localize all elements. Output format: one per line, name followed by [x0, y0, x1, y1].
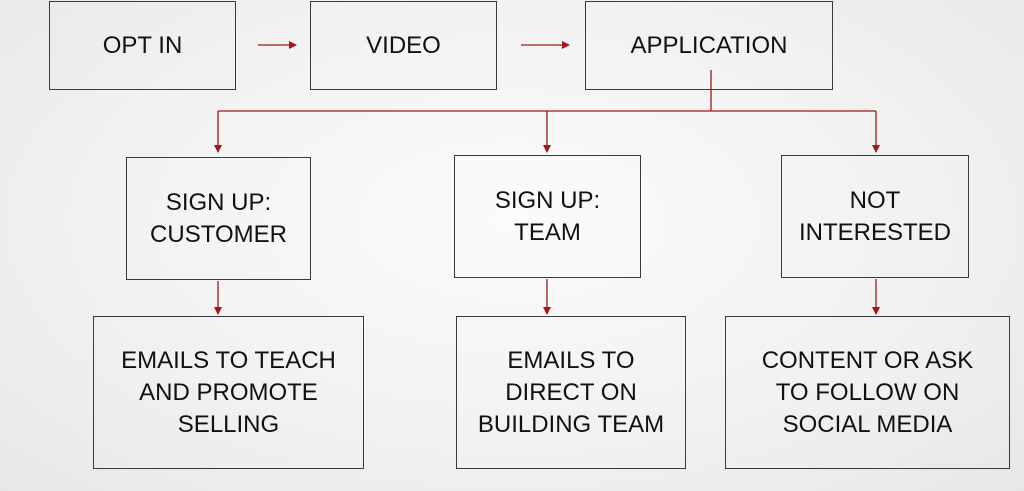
node-signup-team: SIGN UP: TEAM [454, 155, 641, 278]
node-emails-direct: EMAILS TO DIRECT ON BUILDING TEAM [456, 316, 686, 469]
node-signup-customer-line2: CUSTOMER [150, 220, 287, 248]
node-content-follow-line2: TO FOLLOW ON [775, 378, 960, 406]
node-application-label: APPLICATION [630, 31, 788, 59]
node-emails-direct-line2: DIRECT ON [505, 378, 637, 406]
node-not-interested-line1: NOT [849, 186, 901, 214]
node-emails-teach: EMAILS TO TEACH AND PROMOTE SELLING [93, 316, 364, 469]
node-signup-team-line2: TEAM [514, 218, 581, 246]
node-content-follow-line1: CONTENT OR ASK [761, 346, 974, 374]
node-video: VIDEO [310, 1, 497, 90]
node-signup-team-line1: SIGN UP: [494, 186, 601, 214]
node-signup-customer-line1: SIGN UP: [165, 188, 272, 216]
node-emails-direct-line3: BUILDING TEAM [477, 410, 665, 438]
node-opt-in: OPT IN [49, 1, 236, 90]
node-video-label: VIDEO [366, 31, 441, 59]
node-content-follow-line3: SOCIAL MEDIA [782, 410, 953, 438]
node-application: APPLICATION [585, 1, 833, 90]
node-signup-customer: SIGN UP: CUSTOMER [126, 157, 311, 280]
node-not-interested-line2: INTERESTED [798, 218, 951, 246]
node-emails-teach-line1: EMAILS TO TEACH [121, 346, 336, 374]
node-emails-teach-line2: AND PROMOTE [139, 378, 318, 406]
node-content-follow: CONTENT OR ASK TO FOLLOW ON SOCIAL MEDIA [725, 316, 1010, 469]
node-not-interested: NOT INTERESTED [781, 155, 969, 278]
node-emails-direct-line1: EMAILS TO [507, 346, 635, 374]
node-emails-teach-line3: SELLING [177, 410, 280, 438]
node-opt-in-label: OPT IN [102, 31, 183, 59]
